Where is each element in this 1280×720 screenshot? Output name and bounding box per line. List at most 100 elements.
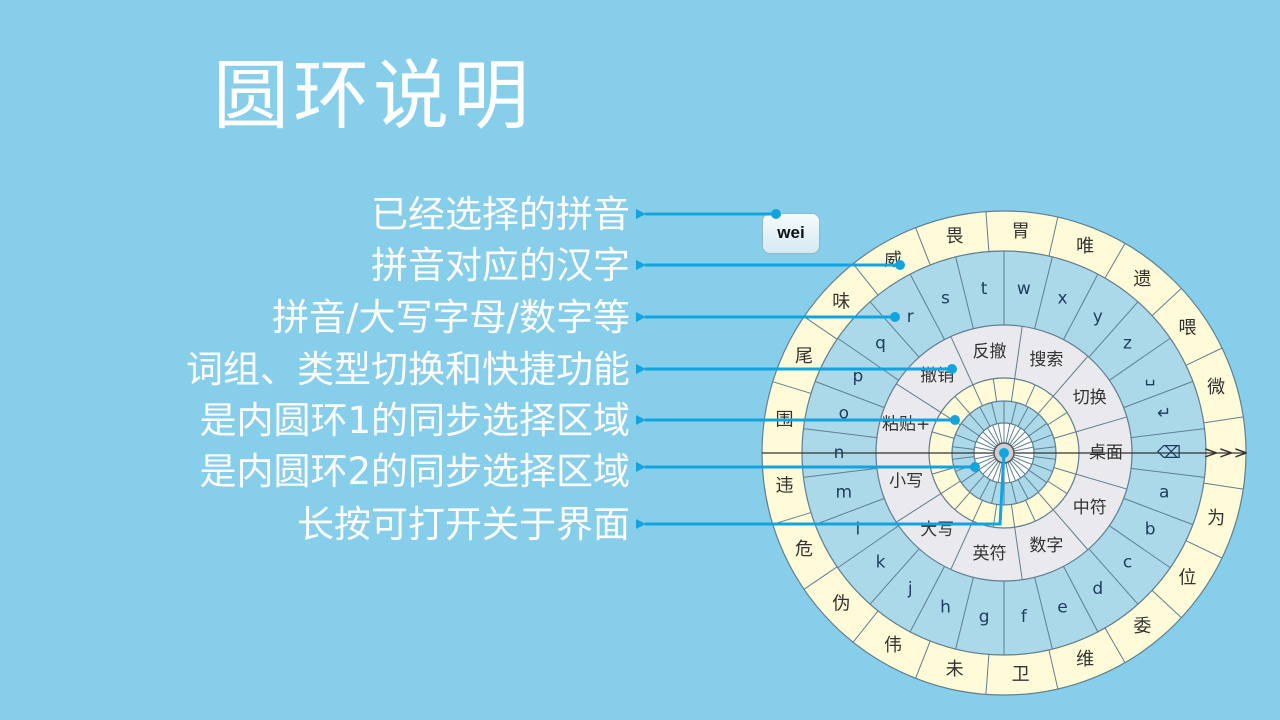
function-key[interactable]: 粘贴+: [882, 414, 930, 434]
hanzi-key[interactable]: 未: [946, 659, 964, 680]
hanzi-key[interactable]: 唯: [1076, 236, 1094, 257]
hanzi-key[interactable]: 胃: [1012, 221, 1030, 242]
center-spoke: [1007, 462, 1016, 481]
center-spoke: [1012, 458, 1030, 471]
letter-divider: [909, 566, 945, 633]
letter-divider: [1063, 273, 1099, 340]
function-key[interactable]: 英符: [972, 544, 1006, 564]
hanzi-key[interactable]: 卫: [1012, 664, 1030, 685]
function-key[interactable]: 中符: [1073, 498, 1107, 518]
function-key[interactable]: 撤销: [920, 366, 954, 386]
function-divider: [1075, 416, 1127, 433]
hanzi-key[interactable]: 味: [832, 292, 850, 313]
letter-key[interactable]: z: [1123, 334, 1132, 354]
hanzi-key[interactable]: 围: [775, 409, 793, 430]
letter-key[interactable]: ↵: [1157, 404, 1171, 424]
function-divider: [1052, 355, 1089, 397]
sync-ring-1-divider: [1047, 480, 1068, 494]
hanzi-key[interactable]: 微: [1207, 377, 1225, 398]
letter-key[interactable]: p: [853, 366, 864, 386]
sync-ring-1-divider: [972, 384, 983, 406]
sync-ring-1-divider: [1025, 384, 1036, 406]
sync-ring-2-divider: [1031, 463, 1053, 472]
hanzi-key[interactable]: 维: [1076, 649, 1094, 670]
letter-divider: [1131, 467, 1205, 478]
letter-key[interactable]: t: [981, 279, 988, 299]
hanzi-key[interactable]: 为: [1207, 508, 1225, 529]
hanzi-divider: [1185, 540, 1223, 559]
letter-divider: [955, 577, 974, 650]
hanzi-key[interactable]: 畏: [946, 226, 964, 247]
letter-key[interactable]: b: [1145, 520, 1156, 540]
letter-key[interactable]: h: [940, 597, 951, 617]
function-key[interactable]: 反撤: [972, 342, 1006, 362]
sync-ring-2-divider: [1033, 446, 1056, 450]
hanzi-key[interactable]: 威: [884, 250, 902, 271]
hanzi-key[interactable]: 喂: [1178, 317, 1196, 338]
sync-ring-1-divider: [992, 378, 998, 402]
hanzi-divider: [915, 640, 931, 679]
letter-key[interactable]: ⌫: [1157, 443, 1181, 463]
label-pinyin-hanzi: 拼音对应的汉字: [371, 244, 630, 287]
letter-key[interactable]: ␣: [1145, 366, 1156, 386]
hanzi-key[interactable]: 委: [1133, 616, 1151, 637]
letter-key[interactable]: j: [907, 579, 913, 599]
function-key[interactable]: 数字: [1029, 536, 1063, 556]
sync-ring-2-divider: [1017, 479, 1029, 500]
sync-ring-1-divider: [1047, 412, 1068, 426]
letter-key[interactable]: s: [941, 289, 950, 309]
letter-key[interactable]: y: [1093, 307, 1103, 327]
letter-key[interactable]: n: [834, 443, 845, 463]
center-spoke: [1005, 423, 1011, 444]
letter-key[interactable]: q: [875, 334, 886, 354]
letter-key[interactable]: f: [1021, 607, 1028, 627]
letter-key[interactable]: o: [839, 404, 849, 424]
hanzi-divider: [1048, 216, 1059, 257]
function-key[interactable]: 搜索: [1029, 350, 1063, 370]
function-key[interactable]: 切换: [1073, 388, 1107, 408]
letter-key[interactable]: k: [876, 552, 886, 572]
letter-key[interactable]: g: [979, 607, 990, 627]
function-key[interactable]: 大写: [920, 520, 954, 540]
hanzi-divider: [915, 227, 931, 266]
hanzi-divider: [985, 654, 990, 695]
hanzi-key[interactable]: 尾: [795, 346, 813, 367]
function-key[interactable]: 桌面: [1089, 443, 1123, 463]
hanzi-key[interactable]: 遗: [1133, 269, 1151, 290]
sync-ring-1-divider: [1053, 467, 1077, 475]
selected-pinyin-chip[interactable]: wei: [762, 213, 820, 254]
letter-key[interactable]: a: [1159, 482, 1169, 502]
sync-ring-2-divider: [1010, 482, 1017, 504]
letter-key[interactable]: e: [1057, 597, 1067, 617]
letter-key[interactable]: l: [856, 520, 861, 540]
hanzi-key[interactable]: 位: [1178, 568, 1196, 589]
sync-ring-2-divider: [1010, 402, 1017, 424]
letter-key[interactable]: c: [1123, 552, 1132, 572]
sync-ring-1-divider: [1037, 395, 1054, 415]
letter-divider: [1109, 525, 1171, 569]
hanzi-key[interactable]: 危: [795, 539, 813, 560]
letter-key[interactable]: r: [907, 307, 914, 327]
hanzi-key[interactable]: 伪: [832, 593, 850, 614]
function-divider: [896, 383, 942, 413]
letter-divider: [955, 256, 974, 329]
hanzi-key[interactable]: 伟: [884, 635, 902, 656]
center-spoke: [1012, 435, 1030, 448]
function-divider: [950, 336, 974, 385]
hanzi-divider: [852, 610, 879, 643]
letter-key[interactable]: w: [1017, 279, 1031, 299]
label-phrase-switch-shortcuts: 词组、类型切换和快捷功能: [186, 348, 630, 391]
letter-key[interactable]: m: [836, 482, 853, 502]
hanzi-divider: [1185, 347, 1223, 366]
hanzi-key[interactable]: >>>: [1203, 443, 1248, 464]
sync-ring-1-divider: [1053, 431, 1077, 439]
function-key[interactable]: 小写: [889, 472, 923, 492]
hanzi-key[interactable]: 违: [775, 476, 793, 497]
center-spoke: [997, 423, 1003, 444]
letter-key[interactable]: d: [1092, 579, 1103, 599]
sync-ring-2-divider: [1023, 413, 1039, 431]
label-selected-pinyin: 已经选择的拼音: [371, 193, 630, 236]
sync-ring-2-divider: [969, 413, 985, 431]
letter-key[interactable]: x: [1057, 289, 1067, 309]
